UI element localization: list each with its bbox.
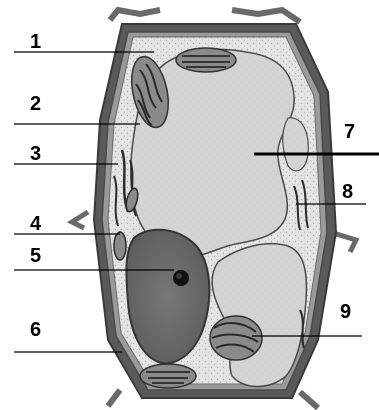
- chloroplast-bottom-left: [140, 364, 196, 388]
- label-9: 9: [340, 301, 351, 323]
- nucleus: [126, 230, 209, 364]
- chloroplast-top-center: [176, 48, 236, 72]
- label-2: 2: [30, 93, 41, 115]
- label-4: 4: [30, 213, 42, 235]
- nucleolus-highlight: [176, 273, 182, 279]
- label-5: 5: [30, 245, 41, 267]
- label-6: 6: [30, 319, 41, 341]
- label-7: 7: [344, 121, 355, 143]
- label-3: 3: [30, 143, 41, 165]
- chloroplast-lower-right: [210, 316, 262, 360]
- label-1: 1: [30, 31, 41, 53]
- label-8: 8: [342, 181, 353, 203]
